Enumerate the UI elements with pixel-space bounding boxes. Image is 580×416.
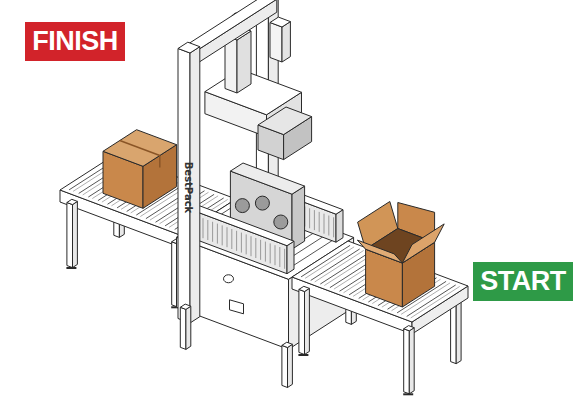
conveyor-leg [456, 298, 461, 364]
conveyor-leg [67, 199, 78, 204]
conveyor-leg [404, 329, 410, 394]
machine-leg [288, 344, 293, 387]
belt-tread [241, 233, 242, 253]
roller [320, 253, 369, 284]
belt-tread [314, 210, 315, 230]
belt-tread [260, 240, 261, 260]
leg-foot [403, 393, 413, 395]
switch-box [230, 300, 244, 314]
belt-tread [324, 214, 325, 234]
belt-tread [222, 225, 223, 245]
machine-leg [180, 304, 191, 309]
conveyor-leg [299, 289, 305, 354]
carton-flap [402, 224, 444, 263]
belt-tread [279, 247, 280, 267]
badge-label: FINISH [32, 28, 118, 55]
roller [315, 250, 364, 282]
belt-tread [319, 212, 320, 232]
machine-leg [282, 342, 293, 347]
tape-roller [255, 196, 269, 210]
tape-head [230, 163, 304, 194]
leg-foot [298, 354, 308, 356]
side-belt [287, 241, 294, 274]
belt-tread [328, 216, 329, 236]
column-slide [282, 22, 290, 62]
belt-tread [217, 224, 218, 244]
tape-roller [235, 199, 249, 213]
belt-tread [309, 208, 310, 228]
tape-roller [274, 215, 288, 229]
belt-tread [251, 236, 252, 256]
flap-folder [258, 107, 312, 135]
head-bracket [237, 31, 251, 93]
belt-tread [270, 243, 271, 263]
belt-tread [265, 242, 266, 262]
machine-leg [282, 345, 288, 387]
brand-name: BestPack [183, 162, 194, 214]
belt-tread [236, 231, 237, 251]
belt-tread [227, 227, 228, 247]
belt-tread [255, 238, 256, 258]
belt-tread [333, 217, 334, 237]
carton-tape [120, 141, 160, 156]
conveyor-bed [292, 241, 468, 322]
leg-foot [66, 267, 76, 269]
control-knob [224, 275, 234, 283]
machine-column [178, 42, 200, 53]
belt-tread [231, 229, 232, 249]
roller [311, 249, 360, 281]
carton-flap [357, 240, 402, 263]
roller [301, 245, 350, 277]
belt-tread [212, 222, 213, 242]
conveyor-leg [409, 328, 414, 394]
belt-tread [203, 218, 204, 238]
belt-tread [275, 245, 276, 265]
conveyor-leg [73, 201, 78, 267]
tape-head [292, 186, 305, 249]
side-belt [189, 209, 287, 274]
belt-tread [207, 220, 208, 240]
finish-badge: FINISH [25, 22, 125, 61]
conveyor-leg [305, 288, 310, 354]
column-slide [270, 17, 290, 27]
sealed-carton [103, 130, 177, 167]
machine-leg [180, 307, 186, 349]
conveyor-leg [67, 203, 73, 268]
badge-label: START [480, 268, 566, 295]
side-belt [336, 210, 343, 243]
conveyor-leg [299, 286, 310, 291]
start-badge: START [473, 262, 573, 301]
column-slide [270, 23, 282, 63]
belt-tread [284, 249, 285, 269]
conveyor-leg [404, 326, 415, 331]
carton-tape [159, 156, 161, 168]
roller [305, 247, 354, 279]
belt-tread [246, 234, 247, 254]
machine-leg [186, 306, 191, 349]
